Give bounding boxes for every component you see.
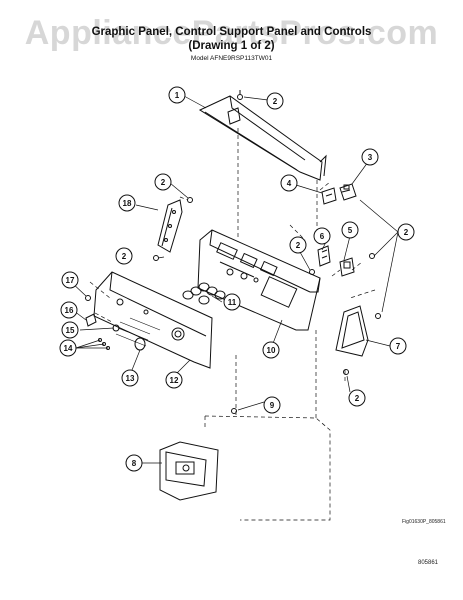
callout-2: 2 — [122, 252, 127, 261]
model-number: Model AFNE9RSP113TW01 — [190, 55, 273, 62]
knob-part-13 — [134, 337, 146, 351]
callout-6: 6 — [320, 232, 325, 241]
callout-1: 1 — [175, 91, 180, 100]
button-part-16 — [85, 313, 97, 327]
screw-part-2-left-upper — [187, 197, 193, 203]
screw-part-2-right-lower — [375, 313, 381, 319]
screw-part-2-right — [369, 253, 375, 259]
callout-5: 5 — [348, 226, 353, 235]
callout-4: 4 — [287, 179, 292, 188]
callout-10: 10 — [267, 346, 276, 355]
bracket-part-4 — [321, 187, 337, 205]
callout-2: 2 — [273, 97, 278, 106]
callout-circles — [59, 86, 415, 472]
knobs-part-11 — [182, 282, 226, 305]
callout-15: 15 — [66, 326, 75, 335]
screw-part-2-left-lower — [153, 255, 159, 261]
end-cap-part-18 — [157, 199, 183, 253]
screw-part-17 — [85, 295, 91, 301]
callout-7: 7 — [396, 342, 401, 351]
callout-2: 2 — [296, 241, 301, 250]
screw-part-2-bottom — [343, 369, 349, 375]
callout-8: 8 — [132, 459, 137, 468]
callout-2: 2 — [161, 178, 166, 187]
callout-2: 2 — [404, 228, 409, 237]
page-code: 805861 — [418, 560, 439, 566]
callout-11: 11 — [228, 298, 237, 307]
callout-18: 18 — [123, 199, 132, 208]
housing-part-8 — [159, 441, 219, 501]
diagram-subtitle: (Drawing 1 of 2) — [188, 40, 275, 52]
callout-labels: 1 2 3 4 2 18 2 2 6 5 2 17 11 16 15 14 7 … — [64, 91, 409, 468]
screw-part-2-mid — [309, 269, 315, 275]
lower-panel-outline — [204, 415, 331, 521]
callout-12: 12 — [170, 376, 179, 385]
callout-14: 14 — [64, 344, 73, 353]
alignment-lines — [89, 128, 376, 418]
diagram-title: Graphic Panel, Control Support Panel and… — [91, 26, 372, 38]
figure-reference: Fig01630P_805861 — [402, 519, 446, 525]
callout-3: 3 — [368, 153, 373, 162]
switch-part-6 — [317, 245, 331, 267]
screw-part-2-lower — [231, 408, 237, 414]
leader-lines — [69, 95, 399, 464]
switch-part-5 — [339, 257, 355, 277]
watermark: AppliancePartsPros.com — [24, 14, 439, 52]
screw-part-2-top — [237, 90, 243, 100]
end-cap-part-7 — [335, 305, 369, 357]
bracket-part-3 — [339, 183, 357, 201]
callout-9: 9 — [270, 401, 275, 410]
control-support-panel-part-10 — [197, 229, 321, 331]
callout-16: 16 — [65, 306, 74, 315]
graphic-panel-part-1 — [198, 95, 327, 181]
callout-17: 17 — [66, 276, 75, 285]
callout-13: 13 — [126, 374, 135, 383]
front-panel-part-12 — [93, 271, 213, 369]
callout-2: 2 — [355, 394, 360, 403]
